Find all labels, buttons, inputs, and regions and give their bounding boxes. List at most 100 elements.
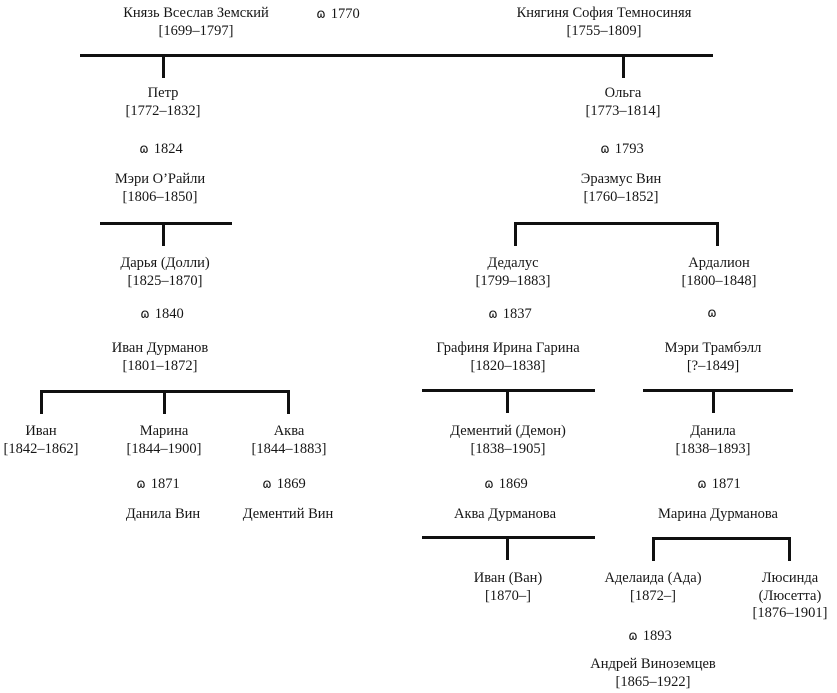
- person-name: Марина: [139, 423, 189, 439]
- person-sofia-temnosinyaya: Княгиня София Темносиняя[1755–1809]: [517, 5, 692, 40]
- marriage-year: 1893: [642, 628, 672, 644]
- marriage-petr-mary: ɷ 1824: [139, 141, 182, 158]
- marriage-year: 1869: [498, 476, 528, 492]
- person-detail: [1801–1872]: [122, 357, 198, 374]
- person-lucinda-lucette: Люсинда(Люсетта)[1876–1901]: [753, 570, 828, 623]
- connector-line: [652, 537, 655, 561]
- marriage-year: 1840: [154, 306, 184, 322]
- marriage-icon: ɷ: [488, 307, 498, 322]
- person-name: Аква Дурманова: [453, 506, 557, 522]
- person-detail: [1755–1809]: [566, 22, 642, 39]
- person-ivan-durmanov: Иван Дурманов[1801–1872]: [112, 340, 209, 375]
- person-darya-dolly: Дарья (Долли)[1825–1870]: [120, 255, 209, 290]
- person-aqua-durmanova-spouse: Аква Дурманова: [454, 506, 556, 524]
- person-detail: [1844–1900]: [126, 440, 202, 457]
- person-name: Петр: [147, 85, 179, 101]
- marriage-year: 1869: [276, 476, 306, 492]
- person-name: Ольга: [604, 85, 642, 101]
- person-detail: [1876–1901]: [752, 605, 828, 621]
- person-name: Графиня Ирина Гарина: [436, 340, 580, 356]
- person-detail: [1825–1870]: [127, 272, 203, 289]
- person-name: Данила Вин: [125, 506, 201, 522]
- person-dementiy-veen-spouse: Дементий Вин: [243, 506, 334, 524]
- marriage-icon: ɷ: [136, 477, 146, 492]
- connector-line: [716, 222, 719, 246]
- person-detail: [1844–1883]: [251, 440, 327, 457]
- person-name: Иван: [25, 423, 57, 439]
- marriage-darya-ivan: ɷ 1840: [140, 306, 183, 323]
- connector-line: [514, 222, 719, 225]
- person-name: Ардалион: [688, 255, 750, 271]
- marriage-icon: ɷ: [139, 142, 149, 157]
- marriage-icon: ɷ: [262, 477, 272, 492]
- marriage-ada-andrey: ɷ 1893: [628, 628, 671, 645]
- person-erasmus-veen: Эразмус Вин[1760–1852]: [581, 171, 661, 206]
- person-mary-oreilly: Мэри О’Райли[1806–1850]: [115, 171, 205, 206]
- person-detail: [1872–]: [630, 587, 676, 604]
- person-detail: [1842–1862]: [3, 440, 79, 457]
- connector-line: [422, 536, 595, 539]
- person-dedalus: Дедалус[1799–1883]: [476, 255, 551, 290]
- person-dementiy-demon: Дементий (Демон)[1838–1905]: [450, 423, 566, 458]
- connector-line: [80, 54, 713, 57]
- person-name: Аделаида (Ада): [604, 570, 702, 586]
- connector-line: [40, 390, 43, 414]
- connector-line: [514, 222, 517, 246]
- connector-line: [652, 537, 791, 540]
- person-name: Марина Дурманова: [658, 506, 778, 522]
- person-name: Княгиня София Темносиняя: [516, 5, 692, 21]
- person-detail: [1800–1848]: [681, 272, 757, 289]
- person-irina-garina: Графиня Ирина Гарина[1820–1838]: [436, 340, 579, 375]
- person-detail: [1699–1797]: [158, 22, 234, 39]
- marriage-icon: ɷ: [140, 307, 150, 322]
- person-name: Дементий (Демон): [450, 423, 566, 439]
- marriage-year: 1770: [330, 6, 360, 22]
- person-detail: [1799–1883]: [475, 272, 551, 289]
- connector-line: [643, 389, 793, 392]
- person-detail: [1838–1905]: [470, 440, 546, 457]
- person-danila: Данила[1838–1893]: [676, 423, 751, 458]
- marriage-icon: ɷ: [707, 306, 717, 321]
- connector-line: [788, 537, 791, 561]
- marriage-year: 1837: [502, 306, 532, 322]
- marriage-year: 1824: [153, 141, 183, 157]
- marriage-icon: ɷ: [628, 629, 638, 644]
- person-name: Иван (Ван): [473, 570, 543, 586]
- person-detail: (Люсетта): [758, 587, 822, 604]
- person-andrey-vinozemtsev: Андрей Виноземцев[1865–1922]: [590, 656, 716, 691]
- person-detail: [1760–1852]: [583, 188, 659, 205]
- marriage-icon: ɷ: [484, 477, 494, 492]
- connector-line: [712, 389, 715, 413]
- person-name: Иван Дурманов: [111, 340, 209, 356]
- person-detail: [1865–1922]: [615, 673, 691, 690]
- person-adelaida-ada: Аделаида (Ада)[1872–]: [604, 570, 701, 605]
- person-detail: [1870–]: [485, 587, 531, 604]
- connector-line: [287, 390, 290, 414]
- connector-line: [422, 389, 595, 392]
- person-detail: [1838–1893]: [675, 440, 751, 457]
- person-name: Мэри Трамбэлл: [664, 340, 762, 356]
- person-detail: [1820–1838]: [470, 357, 546, 374]
- person-name: Данила: [690, 423, 736, 439]
- person-ivan-van: Иван (Ван)[1870–]: [474, 570, 542, 605]
- marriage-dedalus-irina: ɷ 1837: [488, 306, 531, 323]
- person-marina: Марина[1844–1900]: [127, 423, 202, 458]
- marriage-year: 1871: [711, 476, 741, 492]
- connector-line: [506, 389, 509, 413]
- person-name: Люсинда: [761, 570, 819, 586]
- person-name: Андрей Виноземцев: [590, 656, 716, 672]
- connector-line: [162, 54, 165, 78]
- connector-line: [163, 390, 166, 414]
- person-detail: [1806–1850]: [122, 188, 198, 205]
- person-vseslav-zemski: Князь Всеслав Земский[1699–1797]: [123, 5, 269, 40]
- person-name: Дарья (Долли): [120, 255, 210, 271]
- person-name: Дементий Вин: [242, 506, 334, 522]
- person-detail: [1772–1832]: [125, 102, 201, 119]
- person-aqua: Аква[1844–1883]: [252, 423, 327, 458]
- connector-line: [622, 54, 625, 78]
- person-detail: [1773–1814]: [585, 102, 661, 119]
